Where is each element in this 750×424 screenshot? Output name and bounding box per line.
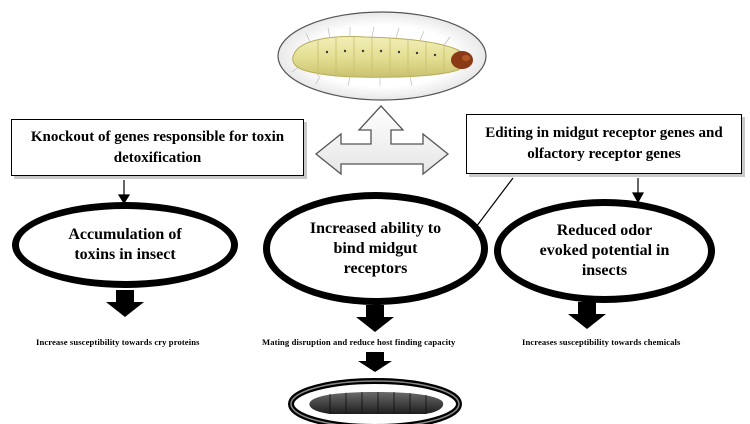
block-arrow-bottom [358,352,392,372]
bind-text: Increased ability to bind midgut recepto… [309,219,442,277]
dead-larva-icon [288,378,462,424]
oval-odor: Reduced odor evoked potential in insects [494,199,715,303]
three-way-arrow-icon [314,105,450,176]
editing-text: Editing in midgut receptor genes and olf… [485,125,723,162]
connector-editing-to-bind [475,177,514,228]
healthy-larva-icon [277,11,487,101]
caption-middle: Mating disruption and reduce host findin… [262,337,456,347]
block-arrow-left [106,290,144,317]
caption-right: Increases susceptibility towards chemica… [522,337,681,347]
oval-accumulation: Accumulation of toxins in insect [12,202,238,288]
block-arrow-right [568,302,606,329]
knockout-box: Knockout of genes responsible for toxin … [11,119,304,176]
oval-bind: Increased ability to bind midgut recepto… [263,192,488,305]
block-arrow-middle [356,305,394,332]
odor-text: Reduced odor evoked potential in insects [539,222,670,279]
editing-box: Editing in midgut receptor genes and olf… [466,114,742,174]
caption-left: Increase susceptibility towards cry prot… [36,337,200,347]
knockout-text: Knockout of genes responsible for toxin … [30,128,285,166]
accumulation-text: Accumulation of toxins in insect [68,226,182,263]
